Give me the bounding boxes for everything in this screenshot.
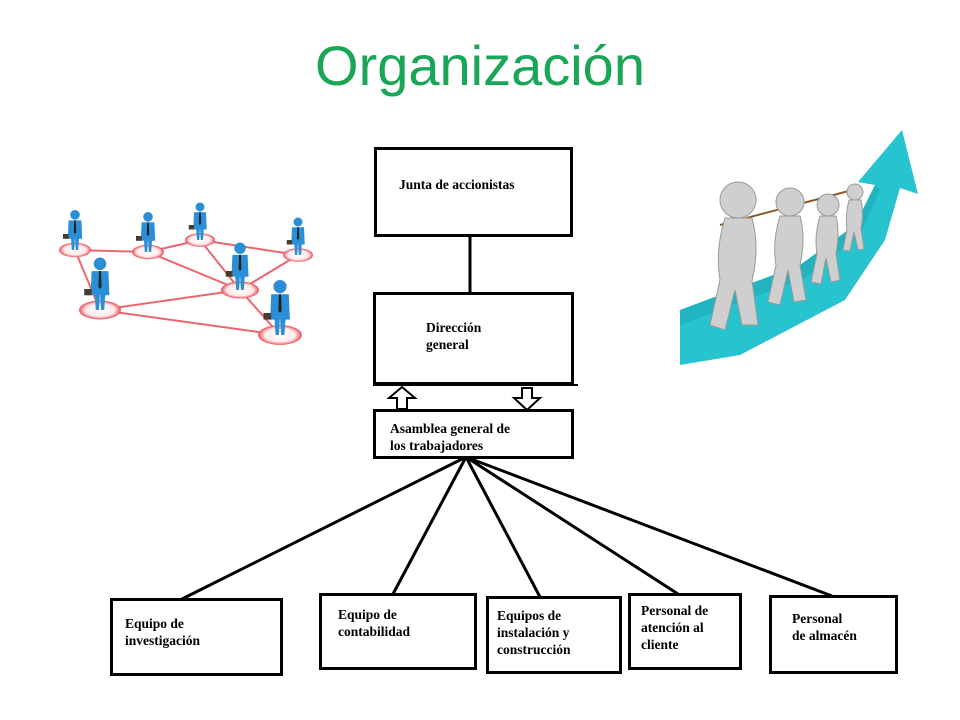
network-node-pad	[221, 281, 259, 299]
business-person-figure	[263, 280, 290, 335]
node-equipo-investigacion: Equipo de investigación	[110, 598, 283, 676]
node-label: Junta de accionistas	[399, 177, 515, 192]
node-label: Asamblea general de los trabajadores	[390, 421, 510, 453]
business-person-figure	[286, 217, 305, 255]
node-equipo-contabilidad: Equipo de contabilidad	[319, 593, 477, 670]
page-title: Organización	[315, 34, 645, 97]
business-person-figure	[225, 242, 249, 290]
node-label: Equipo de investigación	[125, 616, 201, 648]
node-personal-atencion: Personal de atención al cliente	[628, 593, 742, 670]
node-label: Personal de almacén	[792, 611, 857, 643]
node-label: Equipo de contabilidad	[338, 607, 411, 639]
up-arrow-icon	[386, 385, 418, 410]
down-arrow-icon	[511, 387, 543, 412]
business-person-figure	[63, 210, 83, 250]
people-network-illustration	[59, 202, 313, 345]
node-equipos-instalacion: Equipos de instalación y construcción	[486, 596, 622, 674]
node-label: Personal de atención al cliente	[641, 603, 709, 652]
network-node-pad	[59, 242, 91, 258]
network-node-pad	[79, 300, 121, 320]
node-personal-almacen: Personal de almacén	[769, 595, 898, 674]
node-direccion-general: Dirección general	[373, 292, 574, 385]
network-node-pad	[283, 248, 313, 262]
node-label: Dirección general	[426, 320, 482, 352]
business-person-figure	[188, 202, 207, 240]
node-label: Equipos de instalación y construcción	[497, 608, 571, 657]
node-asamblea-general: Asamblea general de los trabajadores	[373, 409, 574, 459]
business-person-figure	[136, 212, 156, 252]
network-node-pad	[185, 233, 215, 247]
team-pulling-rope-illustration	[680, 130, 918, 365]
node-junta-de-accionistas: Junta de accionistas	[374, 147, 573, 237]
network-node-pad	[258, 325, 302, 345]
business-person-figure	[84, 257, 110, 310]
asamblea-branches	[179, 455, 833, 602]
network-node-pad	[132, 244, 164, 260]
